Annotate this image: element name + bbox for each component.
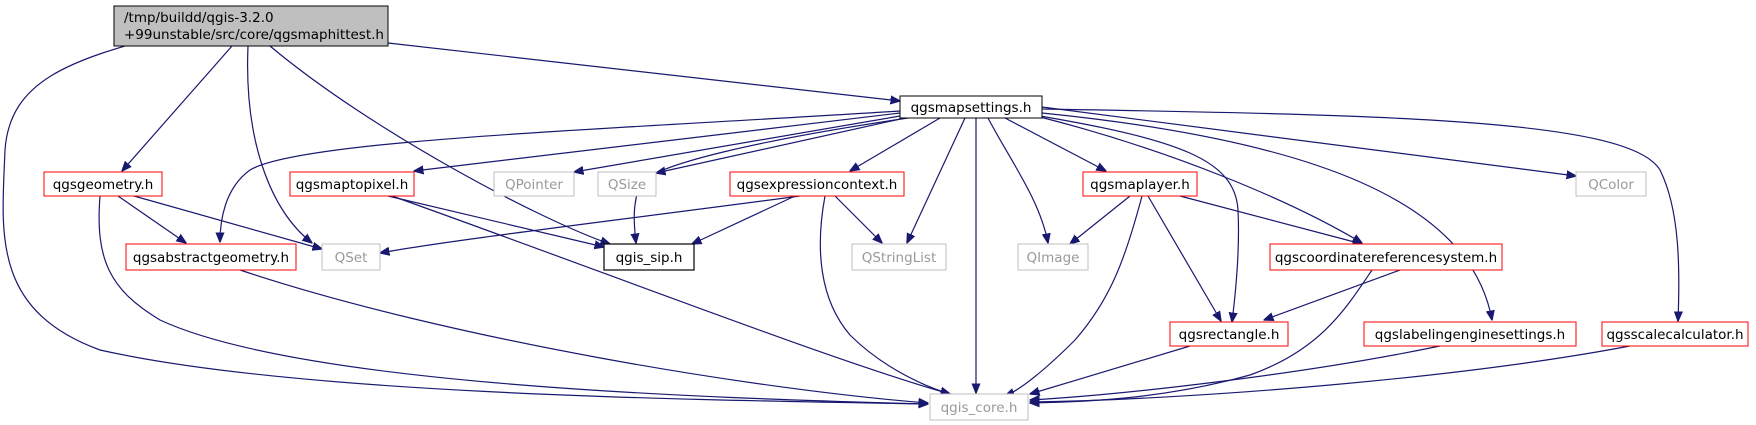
edge-root-to-qset: [246, 45, 312, 243]
edge-mapsettings-to-abstractgeom: [220, 110, 901, 242]
node-qcolor[interactable]: QColor: [1575, 171, 1647, 197]
node-qsize-label: QSize: [608, 177, 646, 193]
node-qgsmaplayer-label: qgsmaplayer.h: [1090, 177, 1190, 193]
node-qgsrectangle-label: qgsrectangle.h: [1179, 327, 1280, 343]
node-qimage-label: QImage: [1027, 250, 1080, 266]
node-qgsscalecalculator[interactable]: qgsscalecalculator.h: [1601, 321, 1749, 347]
root-label-line1: /tmp/buildd/qgis-3.2.0: [124, 10, 274, 26]
node-qgsmapsettings-label: qgsmapsettings.h: [911, 100, 1032, 116]
edges: [2, 33, 1679, 404]
node-qgsmaptopixel-label: qgsmaptopixel.h: [296, 177, 409, 193]
edge-root-to-sip: [269, 45, 610, 244]
edge-mapsettings-to-qsize: [656, 117, 906, 173]
node-qcolor-label: QColor: [1588, 177, 1634, 193]
node-qgsrectangle[interactable]: qgsrectangle.h: [1169, 321, 1289, 347]
node-qgsscalecalculator-label: qgsscalecalculator.h: [1606, 327, 1743, 343]
edge-exprctx-to-sip: [692, 195, 796, 244]
edge-mapsettings-to-scalecalc: [1041, 108, 1679, 321]
edge-mapsettings-to-crs: [1039, 116, 1362, 243]
edge-mapsettings-to-qcolor: [1041, 106, 1576, 176]
node-qgsgeometry-label: qgsgeometry.h: [53, 177, 154, 193]
node-qgsmapsettings[interactable]: qgsmapsettings.h: [899, 95, 1043, 119]
node-qgsgeometry[interactable]: qgsgeometry.h: [43, 171, 163, 197]
node-qgis-core[interactable]: qgis_core.h: [929, 393, 1029, 421]
edge-geometry-to-abstractgeom: [117, 195, 186, 243]
node-qgscoordinatereferencesystem[interactable]: qgscoordinatereferencesystem.h: [1269, 243, 1503, 271]
node-qset-label: QSet: [335, 250, 368, 266]
edge-exprctx-to-qstringlist: [834, 195, 882, 243]
node-qimage[interactable]: QImage: [1017, 243, 1089, 271]
edge-mapsettings-to-maptopixel: [414, 112, 901, 171]
edge-root-to-core: [2, 33, 928, 404]
edge-maplayer-to-core: [1005, 195, 1143, 396]
node-qgis-sip-label: qgis_sip.h: [616, 250, 683, 266]
nodes: /tmp/buildd/qgis-3.2.0 +99unstable/src/c…: [43, 5, 1749, 421]
node-qgis-core-label: qgis_core.h: [941, 400, 1018, 416]
edge-crs-to-rectangle: [1264, 269, 1401, 320]
edge-mapsettings-to-labeling: [1041, 112, 1492, 320]
node-qgsabstractgeometry[interactable]: qgsabstractgeometry.h: [125, 243, 297, 271]
edge-abstractgeom-to-core: [239, 269, 928, 403]
edge-labeling-to-core: [1030, 345, 1441, 400]
edge-geometry-to-qset: [133, 195, 322, 249]
edge-mapsettings-to-rectangle: [1039, 115, 1240, 322]
node-qstringlist[interactable]: QStringList: [851, 243, 947, 271]
node-qgsexpressioncontext[interactable]: qgsexpressioncontext.h: [729, 171, 905, 197]
node-qpointer[interactable]: QPointer: [493, 171, 575, 197]
edge-maplayer-to-crs: [1179, 195, 1362, 244]
node-qgis-sip[interactable]: qgis_sip.h: [603, 243, 695, 271]
edge-maplayer-to-rectangle: [1147, 195, 1221, 321]
node-qsize[interactable]: QSize: [597, 171, 657, 197]
node-qgsexpressioncontext-label: qgsexpressioncontext.h: [737, 177, 898, 193]
edge-mapsettings-to-exprctx: [850, 117, 941, 171]
node-qstringlist-label: QStringList: [862, 250, 937, 266]
edge-maptopixel-to-core: [391, 195, 950, 394]
root-label-line2: +99unstable/src/core/qgsmaphittest.h: [124, 27, 384, 43]
edge-maptopixel-to-sip: [387, 195, 604, 247]
edge-mapsettings-to-qpointer: [574, 115, 901, 172]
node-qgsmaptopixel[interactable]: qgsmaptopixel.h: [289, 171, 415, 197]
edge-maplayer-to-qimage: [1070, 195, 1131, 244]
edge-geometry-to-core: [98, 195, 928, 404]
node-qpointer-label: QPointer: [505, 177, 563, 193]
edge-scalecalc-to-core: [1030, 345, 1631, 402]
node-root-qgsmaphittest[interactable]: /tmp/buildd/qgis-3.2.0 +99unstable/src/c…: [113, 5, 389, 47]
edge-mapsettings-to-qimage: [987, 117, 1048, 243]
node-qgslabelingenginesettings-label: qgslabelingenginesettings.h: [1375, 327, 1565, 343]
node-qgsmaplayer[interactable]: qgsmaplayer.h: [1082, 171, 1198, 197]
node-qgscoordinatereferencesystem-label: qgscoordinatereferencesystem.h: [1275, 250, 1497, 266]
edge-root-to-mapsettings: [387, 42, 900, 101]
edge-mapsettings-to-sip: [634, 117, 909, 243]
edge-exprctx-to-qset: [380, 195, 801, 253]
node-qgslabelingenginesettings[interactable]: qgslabelingenginesettings.h: [1363, 321, 1577, 347]
edge-exprctx-to-core: [819, 195, 950, 394]
edge-root-to-geometry: [122, 45, 233, 171]
edge-rectangle-to-core: [1030, 345, 1191, 394]
edge-mapsettings-to-qstringlist: [907, 117, 966, 243]
node-qgsabstractgeometry-label: qgsabstractgeometry.h: [133, 250, 289, 266]
node-qset[interactable]: QSet: [321, 243, 381, 271]
edge-mapsettings-to-maplayer: [1004, 117, 1106, 171]
